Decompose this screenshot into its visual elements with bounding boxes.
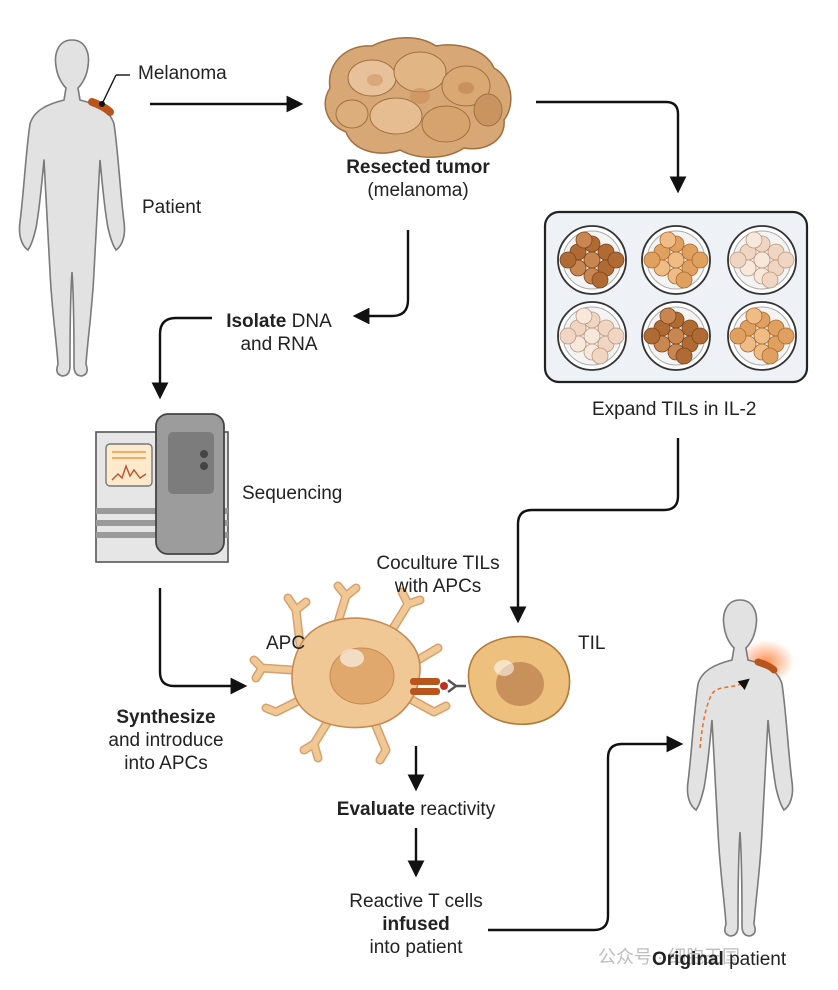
sequencing-label: Sequencing [242, 483, 343, 504]
resected-tumor-illustration [324, 37, 512, 158]
arrow-tumor-to-isolate [352, 230, 410, 325]
arrow-tumor-to-plate [536, 100, 687, 194]
culture-plate [543, 210, 809, 384]
original-patient-label: Original patient [652, 948, 786, 971]
original-patient-figure [686, 599, 794, 937]
melanoma-lesion-treated [754, 658, 778, 674]
patient-figure [18, 39, 130, 377]
arrow-plate-to-til [509, 438, 680, 624]
isolate-bold: Isolate [226, 311, 287, 332]
resected-tumor-subtitle: (melanoma) [367, 180, 469, 201]
melanoma-label: Melanoma [138, 63, 227, 84]
original-bold: Original [652, 949, 724, 970]
synthesize-line3: into APCs [124, 753, 208, 774]
reactive-bold: infused [382, 914, 450, 935]
culture-well-6 [727, 301, 797, 371]
evaluate-label: Evaluate reactivity [312, 798, 520, 821]
til-label: TIL [578, 633, 606, 654]
arrow-reactive-to-patient [488, 735, 684, 932]
coculture-label: Coculture TILs with APCs [356, 552, 520, 598]
watermark-text: 公众号 · 细胞王国 [598, 947, 740, 967]
sequencer-screen [105, 443, 153, 487]
original-rest: patient [723, 949, 787, 970]
reactive-line3: into patient [369, 937, 463, 958]
reactive-line1: Reactive T cells [349, 891, 483, 912]
evaluate-bold: Evaluate [336, 799, 415, 820]
culture-well-5 [641, 301, 711, 371]
synthesize-line2: and introduce [108, 730, 224, 751]
apc-cell [249, 581, 466, 765]
isolate-rest: DNA [286, 311, 332, 332]
coculture-line1: Coculture TILs [376, 553, 500, 574]
reactive-tcells-label: Reactive T cells infused into patient [326, 890, 506, 959]
culture-well-2 [641, 225, 711, 295]
culture-well-1 [557, 225, 627, 295]
flow-arrows [150, 95, 687, 932]
synthesize-label: Synthesize and introduce into APCs [84, 706, 248, 775]
expand-tils-label: Expand TILs in IL-2 [592, 399, 757, 420]
coculture-line2: with APCs [394, 576, 482, 597]
resected-tumor-title: Resected tumor [346, 157, 490, 178]
culture-wells [557, 225, 797, 371]
culture-well-4 [557, 301, 627, 371]
isolate-line2: and RNA [240, 334, 318, 355]
culture-well-3 [727, 225, 797, 295]
evaluate-rest: reactivity [414, 799, 496, 820]
til-cell [467, 635, 571, 726]
patient-label: Patient [142, 197, 202, 218]
synthesize-bold: Synthesize [116, 707, 216, 728]
apc-label: APC [266, 633, 306, 654]
arrow-isolate-to-sequencer [151, 316, 212, 400]
sequencer-machine [95, 413, 229, 563]
isolate-label: Isolate DNA and RNA [204, 310, 354, 356]
resected-tumor-label: Resected tumor (melanoma) [318, 156, 518, 202]
arrow-sequencer-to-apc [158, 588, 248, 695]
